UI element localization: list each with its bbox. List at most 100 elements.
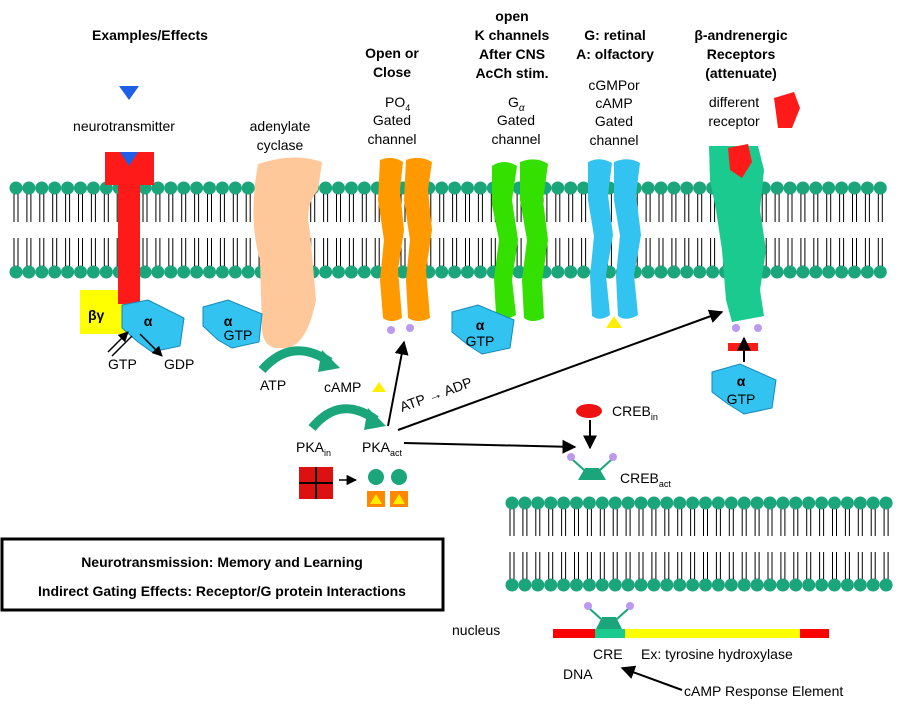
lipid-head bbox=[828, 496, 841, 510]
lipid-head bbox=[686, 496, 700, 510]
g-alpha-subunit-2 bbox=[202, 299, 263, 349]
cre-full-label: cAMP Response Element bbox=[684, 683, 843, 699]
lipid-head bbox=[582, 496, 596, 510]
lipid-head bbox=[177, 181, 191, 195]
dna-label: DNA bbox=[563, 666, 593, 682]
lipid-head bbox=[873, 181, 887, 195]
lipid-head bbox=[680, 181, 694, 195]
lipid-head bbox=[848, 265, 861, 279]
lipid-head bbox=[763, 578, 777, 592]
lipid-head bbox=[177, 265, 191, 279]
lipid-head bbox=[822, 265, 836, 279]
lipid-head bbox=[9, 181, 23, 195]
lipid-head bbox=[577, 181, 591, 195]
lipid-head bbox=[544, 578, 558, 592]
pka-to-receptor-arrow bbox=[397, 309, 724, 431]
lipid-head bbox=[660, 496, 674, 510]
adenylate-label-line1: adenylate bbox=[250, 118, 311, 134]
lipid-head bbox=[686, 578, 700, 592]
lipid-head bbox=[215, 265, 229, 279]
receptor-label: receptor bbox=[708, 113, 760, 129]
cgmp-label-line2: cAMP bbox=[595, 95, 632, 111]
lipid-head bbox=[505, 578, 519, 592]
cgmp-gated-label: Gated bbox=[595, 113, 633, 129]
beta-adrenergic-receptor bbox=[709, 144, 766, 332]
lipid-head bbox=[48, 181, 62, 195]
nucleus-label: nucleus bbox=[452, 622, 500, 638]
creb-act-label: CREBact bbox=[620, 470, 671, 489]
lipid-head bbox=[737, 578, 751, 592]
lipid-head bbox=[699, 496, 712, 510]
lipid-head bbox=[667, 265, 681, 279]
lipid-head bbox=[866, 496, 880, 510]
lipid-head bbox=[86, 265, 100, 279]
creb-bound-dna-icon bbox=[584, 602, 634, 629]
lipid-head bbox=[35, 181, 49, 195]
lipid-head bbox=[776, 578, 790, 592]
lipid-head bbox=[680, 265, 694, 279]
lipid-head bbox=[228, 265, 242, 279]
lipid-head bbox=[783, 181, 797, 195]
lipid-head bbox=[344, 265, 358, 279]
lipid-head bbox=[35, 265, 49, 279]
lipid-head bbox=[699, 578, 712, 592]
lipid-head bbox=[512, 265, 526, 279]
gdp-label: GDP bbox=[164, 356, 194, 372]
lipid-head bbox=[595, 578, 609, 592]
alpha-label-1: α bbox=[144, 313, 153, 329]
lipid-head bbox=[815, 496, 829, 510]
lipid-head bbox=[461, 265, 474, 279]
lipid-head bbox=[551, 265, 565, 279]
lipid-head bbox=[879, 578, 893, 592]
different-label: different bbox=[709, 94, 759, 110]
caption-box bbox=[0, 537, 445, 612]
pka-to-creb-arrow bbox=[403, 439, 577, 454]
galpha-channel-label: channel bbox=[491, 131, 540, 147]
pka-to-po4-channel-arrow bbox=[387, 340, 409, 427]
lipid-head bbox=[151, 265, 165, 279]
lipid-head bbox=[750, 496, 764, 510]
beta-heading-line3: (attenuate) bbox=[705, 65, 777, 81]
lipid-head bbox=[332, 265, 345, 279]
lipid-head bbox=[848, 181, 861, 195]
alpha-label-2: α bbox=[224, 313, 233, 329]
beta-heading-line2: Receptors bbox=[707, 46, 776, 62]
lipid-head bbox=[840, 496, 854, 510]
po4-gated-channel bbox=[378, 157, 432, 334]
lipid-head bbox=[835, 265, 849, 279]
lipid-head bbox=[564, 181, 578, 195]
bound-ligand-icon bbox=[728, 144, 752, 178]
lipid-head bbox=[577, 265, 591, 279]
lipid-head bbox=[74, 265, 87, 279]
lipid-head bbox=[641, 265, 655, 279]
pka-inactive-icon bbox=[299, 467, 333, 499]
lipid-head bbox=[783, 265, 797, 279]
lipid-head bbox=[660, 578, 674, 592]
neurotransmitter-receptor bbox=[105, 152, 154, 318]
beta-gamma-label: βγ bbox=[88, 307, 105, 323]
gtp-label-3: GTP bbox=[466, 333, 495, 349]
lipid-head bbox=[151, 181, 165, 195]
lipid-head bbox=[319, 265, 333, 279]
lipid-head bbox=[654, 265, 668, 279]
lipid-head bbox=[564, 265, 578, 279]
g-alpha-subunit-1 bbox=[121, 299, 185, 353]
g-heading-line2: A: olfactory bbox=[576, 46, 654, 62]
different-receptor-ligand-icon bbox=[774, 92, 800, 128]
nuclear-membrane bbox=[505, 496, 893, 592]
lipid-head bbox=[551, 181, 565, 195]
atp-adp-label: ATP → ADP bbox=[398, 374, 475, 415]
lipid-head bbox=[647, 578, 661, 592]
lipid-head bbox=[164, 265, 178, 279]
lipid-head bbox=[203, 181, 216, 195]
camp-label: cAMP bbox=[324, 379, 361, 395]
lipid-head bbox=[557, 496, 571, 510]
lipid-head bbox=[621, 496, 635, 510]
lipid-head bbox=[582, 578, 596, 592]
lipid-head bbox=[473, 181, 487, 195]
lipid-head bbox=[815, 578, 829, 592]
lipid-head bbox=[673, 496, 687, 510]
k-heading-line4: AcCh stim. bbox=[475, 65, 548, 81]
lipid-head bbox=[228, 181, 242, 195]
